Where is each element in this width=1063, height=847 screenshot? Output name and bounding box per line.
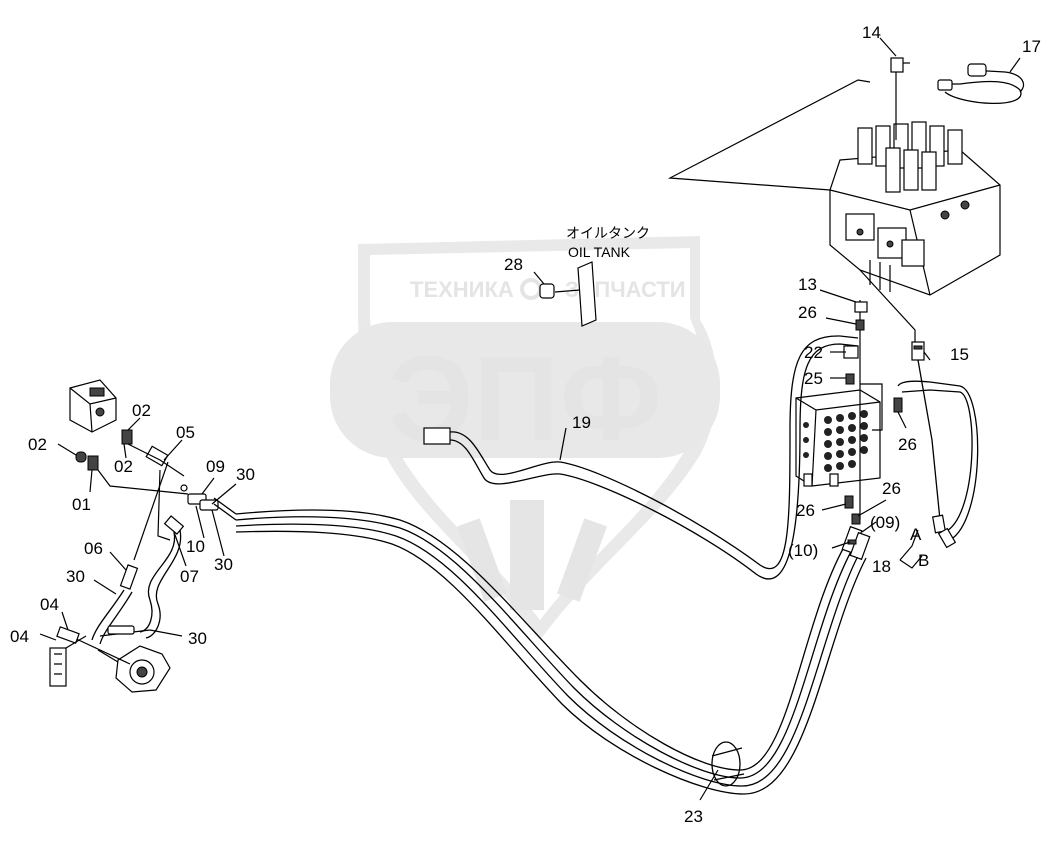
callout-05: 05 — [176, 423, 195, 442]
hose-bundle-23 — [235, 509, 867, 795]
callout-23: 23 — [684, 807, 703, 826]
hose-19 — [423, 335, 859, 580]
callout-port-b: B — [918, 551, 929, 570]
callouts: 14 17 28 13 26 22 15 25 26 26 26 (09) (1… — [10, 23, 1041, 826]
remote-pilot-valve — [69, 379, 189, 561]
callout-22: 22 — [804, 343, 823, 362]
oil-tank-fitting — [539, 261, 597, 327]
watermark-band — [330, 322, 720, 458]
watermark: ЭПФ ТЕХНИКА ЗАПЧАСТИ — [330, 236, 720, 640]
oil-tank-label-jp: オイルタンク — [566, 226, 650, 242]
callout-port-a: A — [910, 525, 922, 544]
pilot-block — [795, 389, 881, 487]
callout-26-right: 26 — [898, 435, 917, 454]
callout-14: 14 — [862, 23, 881, 42]
fitting-14 — [890, 57, 910, 140]
callout-25: 25 — [804, 369, 823, 388]
hose-17 — [937, 63, 1025, 105]
callout-10: 10 — [186, 537, 205, 556]
callout-30-top: 30 — [236, 465, 255, 484]
callout-26-top: 26 — [798, 303, 817, 322]
oil-tank-label-en: OIL TANK — [568, 244, 631, 260]
leader-valve-to-pilot — [667, 79, 871, 191]
callout-02-mid: 02 — [114, 457, 133, 476]
callout-02-top: 02 — [132, 401, 151, 420]
pilot-fittings — [843, 300, 903, 525]
callout-17: 17 — [1022, 37, 1041, 56]
callout-01: 01 — [72, 495, 91, 514]
callout-13: 13 — [798, 275, 817, 294]
callout-09-paren: (09) — [870, 513, 900, 532]
callout-18: 18 — [872, 557, 891, 576]
callout-15: 15 — [950, 345, 969, 364]
callout-30-bottom: 30 — [188, 629, 207, 648]
fitting-15 — [911, 341, 925, 361]
callout-09: 09 — [206, 457, 225, 476]
callout-02-left: 02 — [28, 435, 47, 454]
leader-lines — [39, 37, 1021, 801]
control-valve-assembly — [829, 121, 1001, 296]
callout-04-left: 04 — [10, 627, 29, 646]
callout-30-mid: 30 — [214, 555, 233, 574]
callout-07: 07 — [180, 567, 199, 586]
callout-19: 19 — [572, 413, 591, 432]
hose-18 — [897, 359, 979, 549]
watermark-logo-letters: ЭПФ — [388, 332, 662, 466]
callout-30-left: 30 — [66, 567, 85, 586]
callout-10-paren: (10) — [788, 541, 818, 560]
watermark-brand-left: ТЕХНИКА — [410, 277, 514, 302]
callout-28: 28 — [504, 255, 523, 274]
valve-spools — [857, 121, 963, 193]
pump — [49, 626, 171, 693]
callout-04-top: 04 — [40, 595, 59, 614]
callout-26-lower-left: 26 — [796, 501, 815, 520]
watermark-wheat-icon — [457, 500, 607, 610]
fittings-09-10-right — [841, 525, 871, 561]
callout-26-lower-right: 26 — [882, 479, 901, 498]
callout-06: 06 — [84, 539, 103, 558]
